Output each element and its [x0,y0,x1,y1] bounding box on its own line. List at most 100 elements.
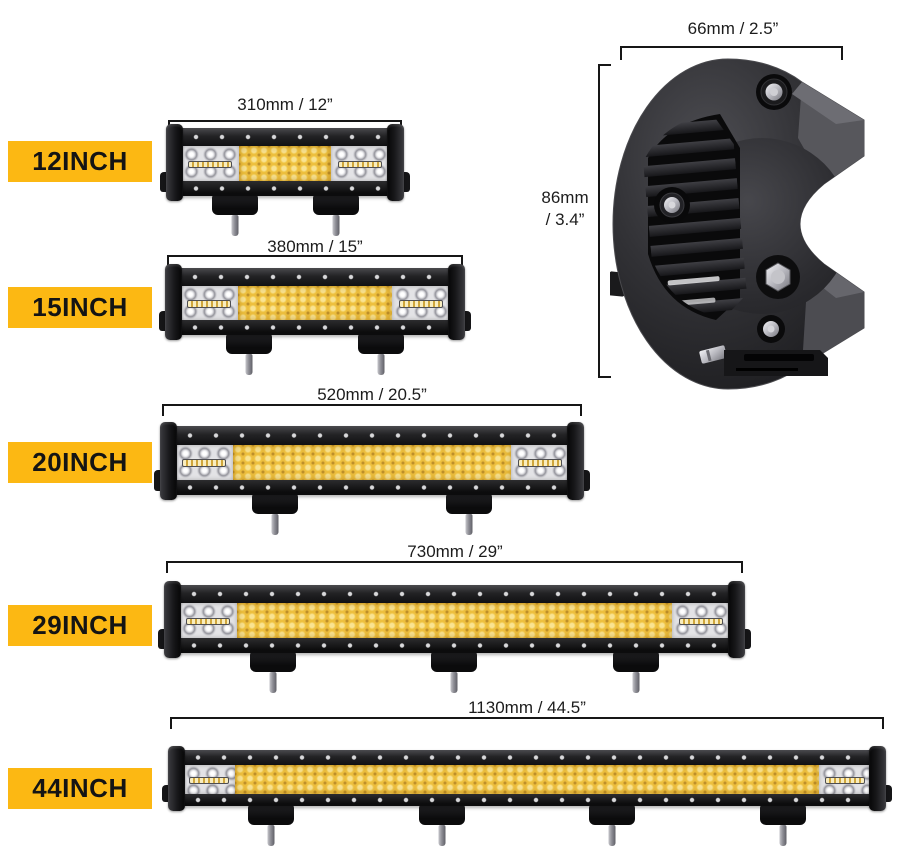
rail-top [175,426,569,445]
lightbar-44inch [162,746,892,825]
mount-bracket [613,651,660,672]
rail-bottom [179,638,730,653]
led-white-left [183,765,235,794]
endcap-left [166,124,183,201]
mount-bracket [248,804,295,825]
side-view-width-label: 66mm / 2.5” [687,19,779,38]
bracket-ear-right [883,785,892,802]
led-white-left [180,286,238,321]
bracket-ear-right [462,310,471,331]
size-label-29inch: 29INCH [8,605,152,646]
dimension-label-12inch: 310mm / 12” [237,95,333,114]
endcap-right [728,581,745,658]
endcap-right [387,124,404,201]
endcap-left [164,581,181,658]
dimension-label-15inch: 380mm / 15” [267,237,363,256]
size-label-15inch: 15INCH [8,287,152,328]
top-screw [756,74,792,110]
dimension-label-44inch: 1130mm / 44.5” [468,698,586,717]
led-amber-center [235,765,819,794]
side-mount-foot [699,345,828,376]
bracket-ear-right [401,171,410,192]
size-label-44inch: 44INCH [8,768,152,809]
led-white-right [819,765,871,794]
bracket-ear-left [162,785,171,802]
rail-top [179,585,730,604]
center-bolt [756,255,800,299]
led-strip [180,286,450,321]
led-white-left [175,444,233,480]
lightbar-12inch [160,124,410,215]
side-view-height-bracket [598,64,611,378]
fin-screw [654,187,690,223]
mount-bracket [252,493,298,514]
rail-top [183,750,871,766]
mounts [182,651,727,703]
mount-bracket [759,804,806,825]
rail-top [181,128,389,147]
bracket-ear-right [581,470,590,491]
mount-bracket [431,651,478,672]
mount-bracket [358,333,404,354]
mount-bracket [589,804,636,825]
side-view-height-label-line2: / 3.4” [545,210,585,229]
dimension-label-20inch: 520mm / 20.5” [317,385,427,404]
mount-bracket [446,493,492,514]
led-white-right [672,603,730,639]
led-white-left [181,146,239,182]
rail-bottom [181,181,389,196]
endcap-right [567,422,584,500]
lightbar-29inch [158,581,751,672]
dimension-bracket-15inch [167,255,463,267]
mount-bracket [211,194,258,215]
mounts [186,804,868,856]
rail-bottom [183,793,871,807]
lightbar-15inch [159,264,471,354]
mount-bracket [226,333,272,354]
led-strip [179,603,730,639]
dimension-bracket-20inch [162,404,582,416]
side-view-figure [607,56,868,391]
mount-bracket [418,804,465,825]
dimension-bracket-29inch [166,561,743,573]
bracket-ear-left [154,470,163,491]
led-amber-center [233,444,511,480]
mount-bracket [312,194,359,215]
bottom-screw [757,315,785,343]
side-view-height-label-line1: 86mm [541,188,589,207]
dimension-label-29inch: 730mm / 29” [407,542,503,561]
side-view-height-label: 86mm / 3.4” [536,187,594,231]
mount-bracket [249,651,296,672]
led-white-right [392,286,450,321]
bracket-ear-left [158,628,167,649]
endcap-left [165,264,182,340]
bracket-ear-left [160,171,169,192]
size-label-12inch: 12INCH [8,141,152,182]
led-strip [181,146,389,182]
rail-top [180,268,450,287]
mounts [178,493,566,545]
led-amber-center [239,146,331,182]
led-white-right [511,444,569,480]
endcap-right [869,746,886,811]
mounts [184,194,386,246]
top-wing-highlight [792,82,864,124]
rail-bottom [175,479,569,496]
bracket-ear-right [742,628,751,649]
led-strip [175,444,569,480]
led-amber-center [237,603,672,639]
mounts [183,333,447,385]
rail-bottom [180,320,450,335]
endcap-left [168,746,185,811]
dimension-bracket-44inch [170,717,884,729]
lightbar-20inch [154,422,590,514]
size-label-20inch: 20INCH [8,442,152,483]
led-white-right [331,146,389,182]
fixture-side-svg [607,58,865,390]
side-view-width-bracket [620,46,843,60]
led-strip [183,765,871,794]
led-white-left [179,603,237,639]
bracket-ear-left [159,310,168,331]
endcap-left [160,422,177,500]
